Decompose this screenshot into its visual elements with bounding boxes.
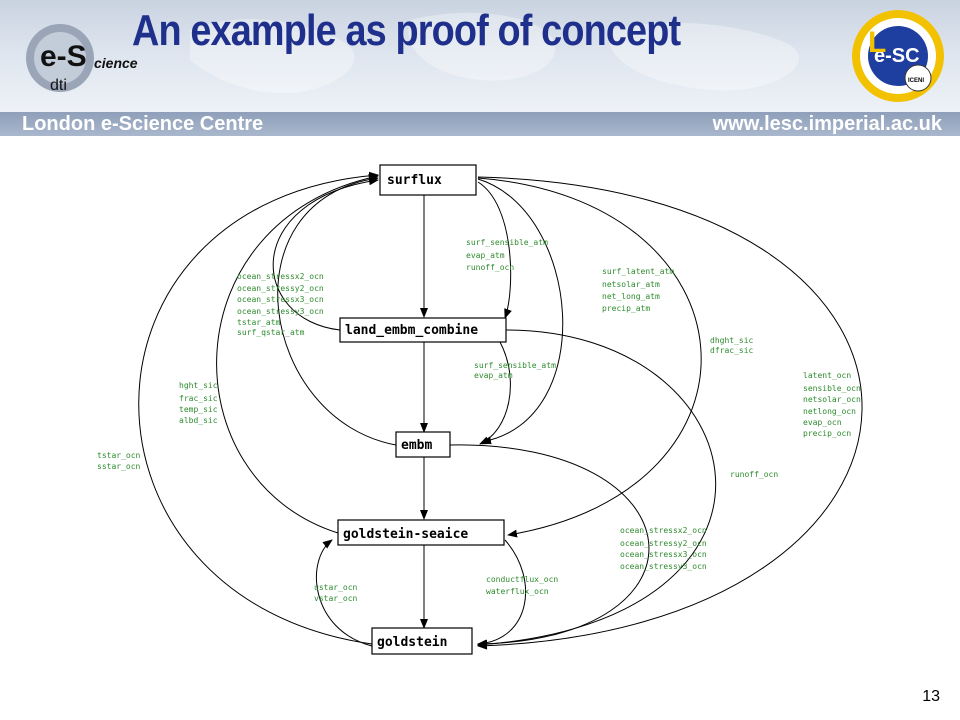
svg-text:runoff_ocn: runoff_ocn — [466, 263, 514, 272]
svg-text:frac_sic: frac_sic — [179, 394, 218, 403]
edge-land-goldstein — [477, 329, 716, 649]
edge-surflux-embm — [477, 178, 564, 445]
edge-seaice-goldstein-right — [477, 539, 527, 648]
node-goldstein-seaice: goldstein-seaice — [337, 519, 505, 546]
edge-surflux-seaice — [477, 177, 702, 538]
svg-text:cience: cience — [94, 55, 138, 71]
edge-seaice-surflux — [216, 173, 379, 534]
slide-title: An example as proof of concept — [132, 6, 681, 55]
svg-text:runoff_ocn: runoff_ocn — [730, 470, 778, 479]
website-url: www.lesc.imperial.ac.uk — [712, 113, 942, 135]
component-diagram: surflux land_embm_combine embm goldstein… — [97, 164, 863, 655]
svg-text:evap_atm: evap_atm — [474, 371, 513, 380]
svg-text:e-SC: e-SC — [874, 45, 920, 67]
svg-text:ocean_stressy3_ocn: ocean_stressy3_ocn — [237, 307, 324, 316]
svg-text:dti: dti — [50, 77, 67, 94]
svg-text:sstar_ocn: sstar_ocn — [97, 462, 141, 471]
svg-text:netsolar_ocn: netsolar_ocn — [803, 395, 861, 404]
svg-text:surflux: surflux — [387, 173, 442, 188]
svg-text:precip_ocn: precip_ocn — [803, 429, 851, 438]
label-surf-sensible-top: surf_sensible_atm evap_atm runoff_ocn — [466, 238, 548, 272]
svg-text:albd_sic: albd_sic — [179, 416, 218, 425]
label-hght: hght_sic frac_sic temp_sic albd_sic — [179, 381, 218, 425]
svg-text:tstar_ocn: tstar_ocn — [97, 451, 141, 460]
slide-header: e-S cience dti An example as proof of co… — [0, 0, 960, 112]
label-runoff: runoff_ocn — [730, 470, 778, 479]
svg-text:land_embm_combine: land_embm_combine — [345, 323, 478, 338]
svg-text:hght_sic: hght_sic — [179, 381, 218, 390]
label-dhght: dhght_sic dfrac_sic — [710, 336, 754, 355]
node-embm: embm — [395, 431, 451, 458]
edge-goldstein-surflux — [138, 171, 379, 645]
svg-text:evap_ocn: evap_ocn — [803, 418, 842, 427]
svg-text:surf_qstar_atm: surf_qstar_atm — [237, 328, 305, 337]
label-ocean-stress-left: ocean_stressx2_ocn ocean_stressy2_ocn oc… — [237, 272, 324, 337]
svg-text:ocean_stressy3_ocn: ocean_stressy3_ocn — [620, 562, 707, 571]
label-ustar: ustar_ocn vstar_ocn — [314, 583, 358, 603]
edges — [138, 171, 863, 650]
svg-text:net_long_atm: net_long_atm — [602, 292, 660, 301]
svg-text:L: L — [868, 26, 886, 59]
svg-text:surf_latent_atm: surf_latent_atm — [602, 267, 674, 276]
edge-embm-surflux — [277, 175, 397, 446]
node-land-embm-combine: land_embm_combine — [339, 317, 507, 343]
label-conduct: conductflux_ocn waterflux_ocn — [486, 575, 558, 596]
svg-text:dhght_sic: dhght_sic — [710, 336, 754, 345]
svg-text:sensible_ocn: sensible_ocn — [803, 384, 861, 393]
world-map-background — [190, 12, 799, 94]
edge-land-embm-right — [479, 341, 511, 445]
label-surf-sensible-mid: surf_sensible_atm evap_atm — [474, 361, 556, 380]
svg-text:goldstein: goldstein — [377, 635, 447, 650]
edge-goldstein-seaice — [315, 539, 373, 647]
edge-surflux-land-right — [477, 181, 512, 319]
svg-text:conductflux_ocn: conductflux_ocn — [486, 575, 558, 584]
node-surflux: surflux — [379, 164, 477, 196]
svg-text:ocean_stressx2_ocn: ocean_stressx2_ocn — [620, 526, 707, 535]
svg-text:precip_atm: precip_atm — [602, 304, 650, 313]
slide-subheader-bar: London e-Science Centre www.lesc.imperia… — [0, 112, 960, 136]
page-number: 13 — [922, 688, 940, 705]
svg-text:e-S: e-S — [40, 40, 87, 73]
lesc-logo: e-SC L ICENI — [852, 10, 944, 102]
svg-text:waterflux_ocn: waterflux_ocn — [486, 587, 549, 596]
svg-text:netlong_ocn: netlong_ocn — [803, 407, 856, 416]
svg-text:vstar_ocn: vstar_ocn — [314, 594, 358, 603]
svg-text:dfrac_sic: dfrac_sic — [710, 346, 754, 355]
svg-text:surf_sensible_atm: surf_sensible_atm — [466, 238, 548, 247]
svg-text:ocean_stressy2_ocn: ocean_stressy2_ocn — [620, 539, 707, 548]
svg-text:ocean_stressx3_ocn: ocean_stressx3_ocn — [620, 550, 707, 559]
svg-text:netsolar_atm: netsolar_atm — [602, 280, 660, 289]
edge-surflux-goldstein — [477, 176, 863, 650]
label-tstar-ocn: tstar_ocn sstar_ocn — [97, 451, 141, 471]
label-surf-latent: surf_latent_atm netsolar_atm net_long_at… — [602, 267, 674, 313]
svg-text:latent_ocn: latent_ocn — [803, 371, 851, 380]
svg-text:embm: embm — [401, 438, 432, 453]
svg-text:surf_sensible_atm: surf_sensible_atm — [474, 361, 556, 370]
organization-label: London e-Science Centre — [22, 113, 264, 135]
svg-text:ocean_stressx3_ocn: ocean_stressx3_ocn — [237, 295, 324, 304]
svg-text:goldstein-seaice: goldstein-seaice — [343, 527, 468, 542]
label-latent-ocn: latent_ocn sensible_ocn netsolar_ocn net… — [803, 371, 861, 438]
edge-embm-goldstein — [449, 444, 650, 648]
svg-text:ocean_stressy2_ocn: ocean_stressy2_ocn — [237, 284, 324, 293]
escience-dti-logo: e-S cience dti — [26, 24, 138, 94]
svg-text:temp_sic: temp_sic — [179, 405, 218, 414]
svg-text:ocean_stressx2_ocn: ocean_stressx2_ocn — [237, 272, 324, 281]
svg-text:tstar_atm: tstar_atm — [237, 318, 281, 327]
edge-land-surflux — [272, 177, 379, 331]
label-ocean-stress-right: ocean_stressx2_ocn ocean_stressy2_ocn oc… — [620, 526, 707, 571]
svg-text:ustar_ocn: ustar_ocn — [314, 583, 358, 592]
svg-text:evap_atm: evap_atm — [466, 251, 505, 260]
svg-text:ICENI: ICENI — [908, 78, 924, 84]
node-goldstein: goldstein — [371, 627, 473, 655]
